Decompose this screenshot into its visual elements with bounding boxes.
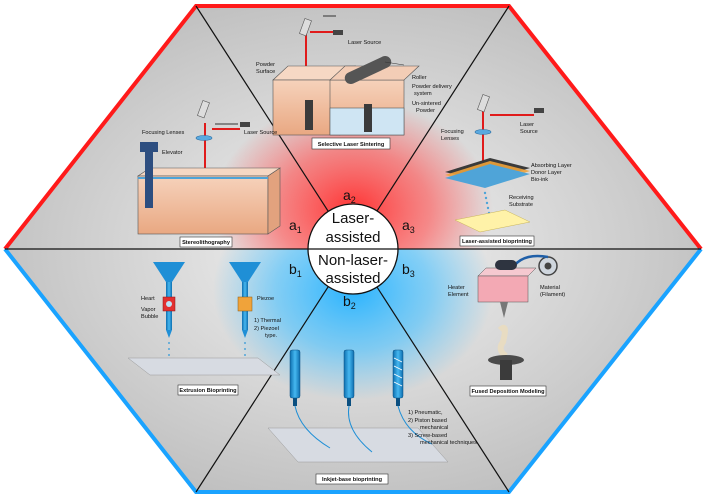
fdm-panel: Heater Element Material (Filament) Fused… [448, 254, 565, 397]
vapor-label-2: Bubble [141, 314, 158, 320]
inkjet-method-2: 2) Piston based [408, 418, 447, 424]
type-label-1: 1) Thermal [254, 318, 281, 324]
powder-surface-label-2: Surface [256, 69, 275, 75]
inkjet-method-3: mechanical [420, 425, 448, 431]
piezoe-label: Piezoe [257, 296, 274, 302]
bioink-droplets [483, 191, 491, 215]
powder-surface-label-1: Powder [256, 62, 275, 68]
hexagon-border-bottom [3, 247, 703, 494]
roller-label: Roller [412, 75, 427, 81]
lab-caption: Laser-assisted bioprinting [462, 239, 533, 245]
fdm-caption: Fused Deposition Modeling [471, 389, 545, 395]
lab-laser-label-2: Source [520, 129, 538, 135]
non-laser-label-1: Non-laser- [318, 252, 388, 269]
lab-laser-label-1: Laser [520, 122, 534, 128]
lab-focusing-label-2: Lenses [441, 136, 459, 142]
non-laser-label-2: assisted [325, 270, 380, 287]
heater-label-2: Element [448, 292, 469, 298]
inkjet-method-1: 1) Pneumatic, [408, 410, 443, 416]
focusing-lenses-label: Focusing Lenses [142, 130, 184, 136]
syringe-1 [289, 349, 331, 449]
syringe-2 [343, 349, 373, 453]
extrusion-caption: Extrusion Bioprinting [179, 388, 237, 394]
hexagon-border-top [3, 3, 703, 251]
sls-caption: Selective Laser Sintering [318, 142, 385, 148]
material-label-1: Material [540, 285, 560, 291]
inkjet-caption: Inkjet-base bioprinting [322, 477, 383, 483]
receiving-label-1: Receiving [509, 195, 534, 201]
elevator-label: Elevator [162, 150, 183, 156]
roller-icon [344, 55, 392, 85]
laser-assisted-label-1: Laser- [332, 210, 375, 227]
lab-lens-icon [474, 129, 492, 135]
lab-focusing-label-1: Focusing [441, 129, 464, 135]
material-label-2: (Filament) [540, 292, 565, 298]
vapor-label-1: Vapor [141, 307, 156, 313]
bioink-label: Bio-ink [531, 177, 548, 183]
powder-delivery-label-2: system [414, 91, 432, 97]
receiving-label-2: Substrate [509, 202, 533, 208]
sls-laser-source-label: Laser Source [348, 40, 381, 46]
syringe-3 [392, 349, 433, 445]
sls-panel: Laser Source Powder Surface Roller Powde… [256, 15, 452, 150]
lab-panel: Laser Source Focusing Lenses Absorbing L… [441, 94, 572, 247]
heater-label-1: Heater [448, 285, 465, 291]
type-label-3: type. [265, 333, 278, 339]
donor-layer-label: Donor Layer [531, 170, 562, 176]
absorbing-layer-label: Absorbing Layer [531, 163, 572, 169]
inkjet-panel: 1) Pneumatic, 2) Piston based mechanical… [267, 349, 477, 485]
sla-panel: Focusing Lenses Laser Source Elevator St… [137, 100, 281, 248]
inkjet-method-5: mechanical techniques [420, 440, 477, 446]
inkjet-method-4: 3) Screw-based [408, 433, 447, 439]
laser-assisted-label-2: assisted [325, 229, 380, 246]
powder-delivery-label-1: Powder delivery [412, 84, 452, 90]
unsintered-label-1: Un-sintered [412, 101, 441, 107]
sla-caption: Stereolithography [182, 240, 231, 246]
heart-label: Heart [141, 296, 155, 302]
extrusion-panel: Heart Vapor Bubble Piezoe 1) Thermal 2) … [127, 262, 281, 396]
center-hub: Laser- assisted Non-laser- assisted [307, 203, 399, 295]
type-label-2: 2) Piezoel [254, 326, 279, 332]
unsintered-label-2: Powder [416, 108, 435, 114]
sla-laser-source-label: Laser Source [244, 130, 277, 136]
lens-icon [195, 135, 213, 141]
